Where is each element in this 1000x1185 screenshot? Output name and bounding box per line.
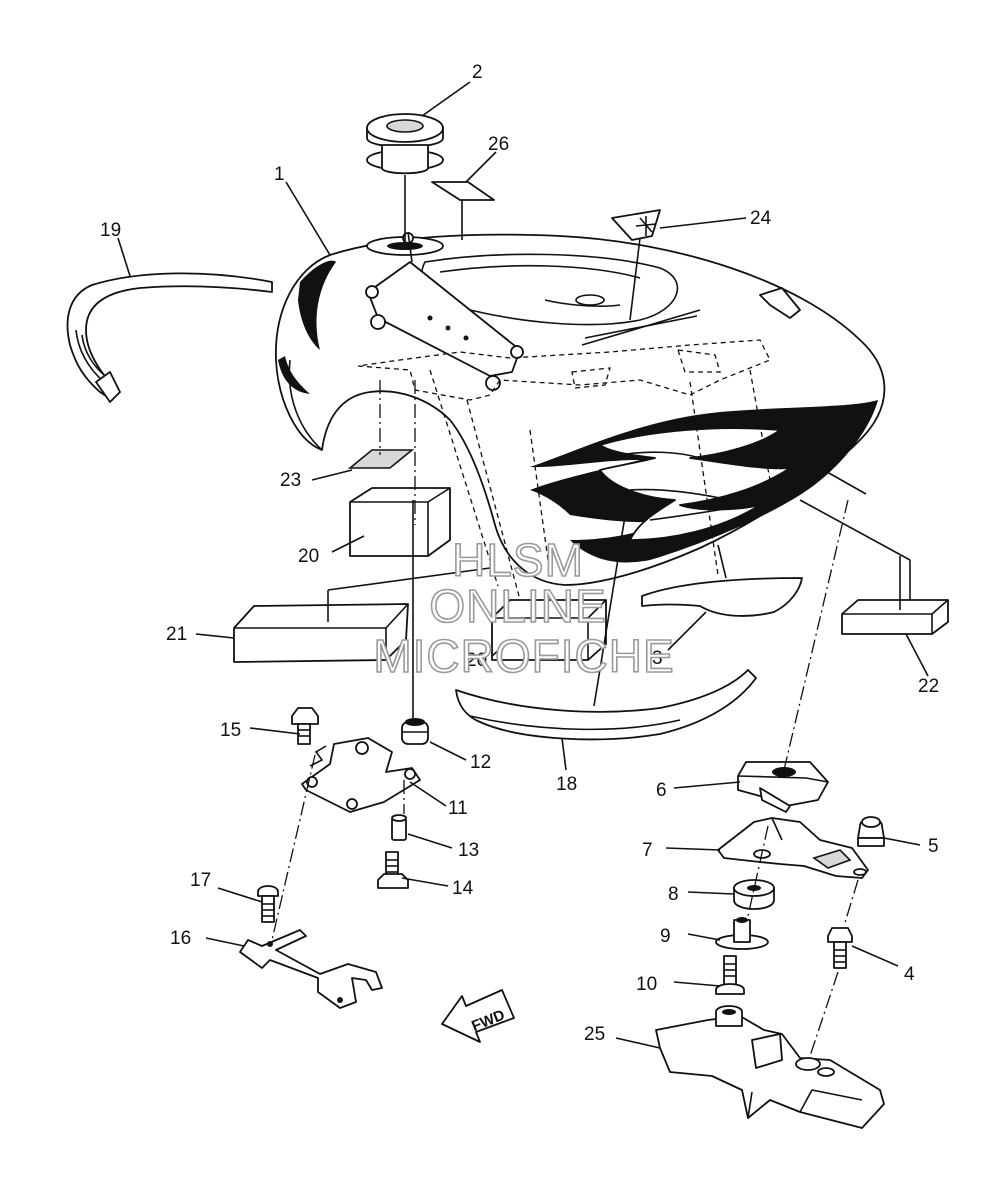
callout-2: 2 — [472, 62, 483, 83]
plate-7 — [717, 817, 869, 879]
collar-13 — [391, 780, 407, 841]
callout-16: 16 — [170, 928, 191, 949]
callout-labels: 1 2 3 4 5 6 7 8 9 10 11 12 13 14 15 16 1… — [100, 62, 939, 1045]
callout-7: 7 — [642, 840, 653, 861]
callout-14: 14 — [452, 878, 474, 899]
bolt-4 — [807, 879, 859, 1063]
watermark-line-2: ONLINE — [429, 580, 606, 632]
bracket-11 — [301, 737, 421, 813]
bracket-25 — [655, 1005, 885, 1129]
watermark: HLSM ONLINE MICROFICHE — [373, 533, 675, 683]
trim-18 — [455, 509, 757, 741]
washer-8 — [733, 879, 775, 910]
bolt-10 — [715, 955, 745, 995]
callout-10: 10 — [636, 974, 657, 995]
screw-17 — [257, 885, 279, 923]
callout-18: 18 — [556, 774, 577, 795]
damper-20-center — [491, 599, 607, 661]
strip-19 — [66, 272, 273, 403]
callout-20-left: 20 — [298, 546, 319, 567]
callout-25: 25 — [584, 1024, 605, 1045]
collar-9 — [715, 825, 769, 950]
watermark-line-1: HLSM — [452, 534, 584, 586]
pad-21 — [233, 567, 491, 663]
callout-12: 12 — [470, 752, 491, 773]
bracket-16 — [239, 754, 383, 1009]
hidden-lines — [357, 339, 771, 601]
callout-15: 15 — [220, 720, 241, 741]
callout-13: 13 — [458, 840, 479, 861]
bracket-6 — [737, 499, 849, 813]
callout-19: 19 — [100, 220, 121, 241]
pad-23 — [347, 449, 415, 469]
callout-21: 21 — [166, 624, 187, 645]
nut-5 — [857, 816, 885, 847]
leader-lines — [117, 81, 929, 1049]
callout-11: 11 — [448, 798, 468, 819]
callout-8: 8 — [668, 884, 679, 905]
callout-6: 6 — [656, 780, 667, 801]
emblem-24 — [611, 209, 661, 321]
callout-23: 23 — [280, 470, 301, 491]
callout-20-center: 20 — [466, 650, 487, 671]
callout-9: 9 — [660, 926, 671, 947]
callout-22: 22 — [918, 676, 939, 697]
grommet-12 — [401, 500, 429, 745]
callout-4: 4 — [904, 964, 915, 985]
label-26 — [431, 181, 495, 201]
fwd-arrow: FWD — [441, 989, 515, 1043]
bolt-15 — [291, 707, 319, 745]
panel-3 — [641, 544, 803, 617]
callout-24: 24 — [750, 208, 772, 229]
callout-17: 17 — [190, 870, 211, 891]
callout-5: 5 — [928, 836, 939, 857]
callout-26: 26 — [488, 134, 509, 155]
bolt-14 — [377, 851, 409, 889]
callout-1: 1 — [274, 164, 285, 185]
pad-22 — [799, 467, 949, 635]
watermark-line-3: MICROFICHE — [373, 630, 674, 682]
damper-20-left — [349, 380, 451, 557]
callout-3: 3 — [652, 648, 663, 669]
fuel-cap — [366, 113, 444, 242]
